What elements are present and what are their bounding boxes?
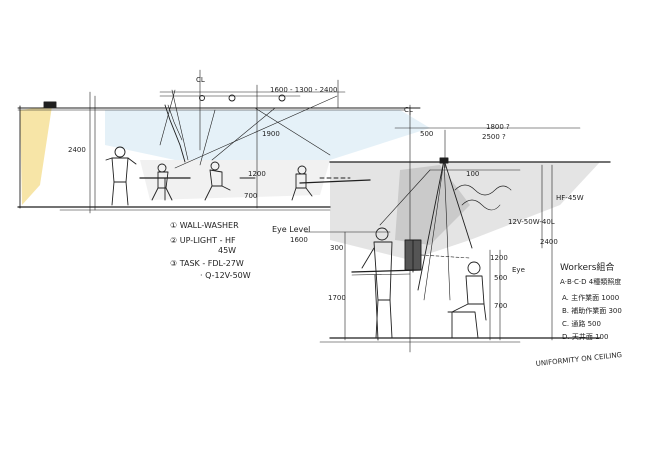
dim-2400: 2400	[68, 146, 86, 154]
dim-700-left: 700	[244, 192, 257, 200]
color-washes	[20, 106, 600, 260]
dim-300: 300	[330, 244, 343, 252]
dim-2500: 2500 ?	[482, 133, 506, 141]
dim-700-right: 700	[494, 302, 507, 310]
note-c: C. 通路 500	[562, 319, 601, 328]
eye-label: Eye	[512, 266, 525, 274]
dim-1800: 1800 ?	[486, 123, 510, 131]
note-b: B. 補助作業面 300	[562, 306, 622, 315]
dim-100: 100	[466, 170, 479, 178]
hf-45w-label: HF-45W	[556, 194, 584, 202]
eye-level-height: 1600	[290, 236, 308, 244]
dim-1900: 1900	[262, 130, 280, 138]
dim-500-right: 500	[494, 274, 507, 282]
dim-1200-left: 1200	[248, 170, 266, 178]
legend-item-2: ② UP-LIGHT - HF	[170, 236, 236, 245]
legend-item-1: ① WALL-WASHER	[170, 221, 239, 230]
dim-1200-right: 1200	[490, 254, 508, 262]
legend-item-2b: 45W	[218, 246, 236, 255]
lamp-12v-label: 12V-50W-40L	[508, 218, 555, 226]
legend-item-3: ③ TASK - FDL-27W	[170, 259, 244, 268]
centerline-left-label: CL	[196, 76, 205, 84]
abcd-note: A·B·C·D 4種類照度	[560, 277, 621, 286]
right-section	[304, 104, 611, 353]
workers-title: Workers組合	[560, 261, 614, 273]
uniformity-note: UNIFORMITY ON CEILING	[535, 351, 622, 368]
dim-500: 500	[420, 130, 433, 138]
dim-2400-right: 2400	[540, 238, 558, 246]
legend-item-3b: · Q-12V-50W	[200, 271, 251, 280]
left-section	[17, 69, 421, 214]
dim-top-spacing: 1600 - 1300 - 2400	[270, 86, 337, 94]
centerline-right-label: CL	[404, 106, 413, 114]
eye-level-label: Eye Level	[272, 225, 310, 234]
dim-1700: 1700	[328, 294, 346, 302]
note-d: D. 天井面 100	[562, 332, 608, 341]
note-a: A. 主作業面 1000	[562, 293, 619, 302]
